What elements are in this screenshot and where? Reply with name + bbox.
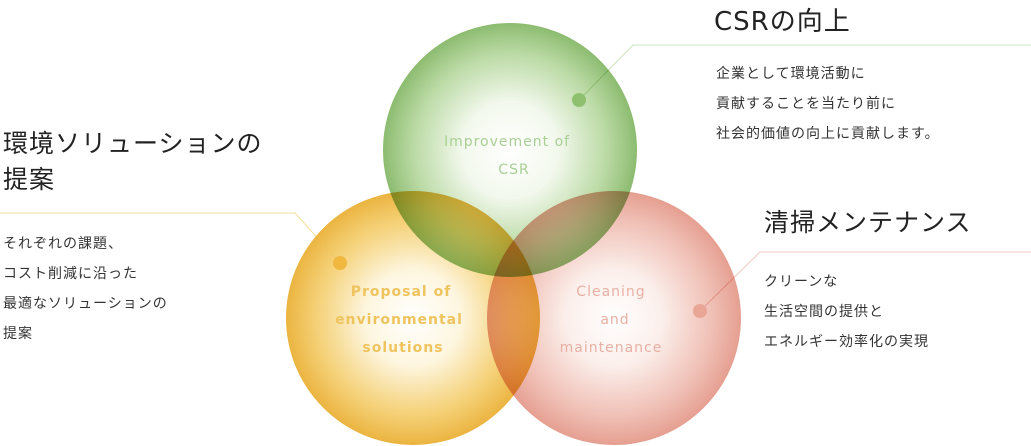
section-body-environment-line: 最適なソリューションの: [3, 296, 168, 312]
connector-dot-csr: [572, 93, 586, 107]
circle-label-csr-2: CSR: [498, 162, 529, 178]
section-body-cleaning: クリーンな 生活空間の提供と エネルギー効率化の実現: [764, 267, 929, 357]
section-title-cleaning: 清掃メンテナンス: [764, 205, 972, 241]
circle-label-environment-1: Proposal of: [351, 284, 452, 300]
section-body-environment-line: それぞれの課題、: [3, 236, 123, 252]
circle-csr: [383, 23, 637, 277]
section-body-environment: それぞれの課題、 コスト削減に沿った 最適なソリューションの 提案: [3, 229, 168, 349]
section-title-csr: CSRの向上: [714, 4, 851, 40]
section-title-environment-line: 環境ソリューションの: [3, 129, 263, 158]
circle-label-cleaning-3: maintenance: [560, 340, 663, 356]
section-body-environment-line: コスト削減に沿った: [3, 266, 138, 282]
connector-dot-environment: [333, 256, 347, 270]
section-body-cleaning-line: 生活空間の提供と: [764, 304, 884, 320]
circle-label-cleaning-1: Cleaning: [576, 284, 645, 300]
circle-label-environment-3: solutions: [362, 340, 443, 356]
circle-label-csr-1: Improvement of: [444, 134, 570, 150]
section-title-environment-line: 提案: [3, 165, 56, 194]
section-title-cleaning-line: 清掃メンテナンス: [764, 208, 972, 237]
section-body-cleaning-line: クリーンな: [764, 274, 839, 290]
section-body-cleaning-line: エネルギー効率化の実現: [764, 334, 929, 350]
section-body-csr: 企業として環境活動に 貢献することを当たり前に 社会的価値の向上に貢献します。: [716, 59, 940, 149]
section-title-csr-line: CSRの向上: [714, 7, 851, 37]
circle-label-cleaning-2: and: [600, 312, 629, 328]
section-body-csr-line: 貢献することを当たり前に: [716, 96, 896, 112]
section-body-csr-line: 企業として環境活動に: [716, 66, 866, 82]
section-body-environment-line: 提案: [3, 326, 33, 342]
section-body-csr-line: 社会的価値の向上に貢献します。: [716, 126, 940, 142]
circle-label-environment-2: environmental: [335, 312, 463, 328]
section-title-environment: 環境ソリューションの 提案: [3, 126, 263, 198]
connector-dot-cleaning: [693, 304, 707, 318]
